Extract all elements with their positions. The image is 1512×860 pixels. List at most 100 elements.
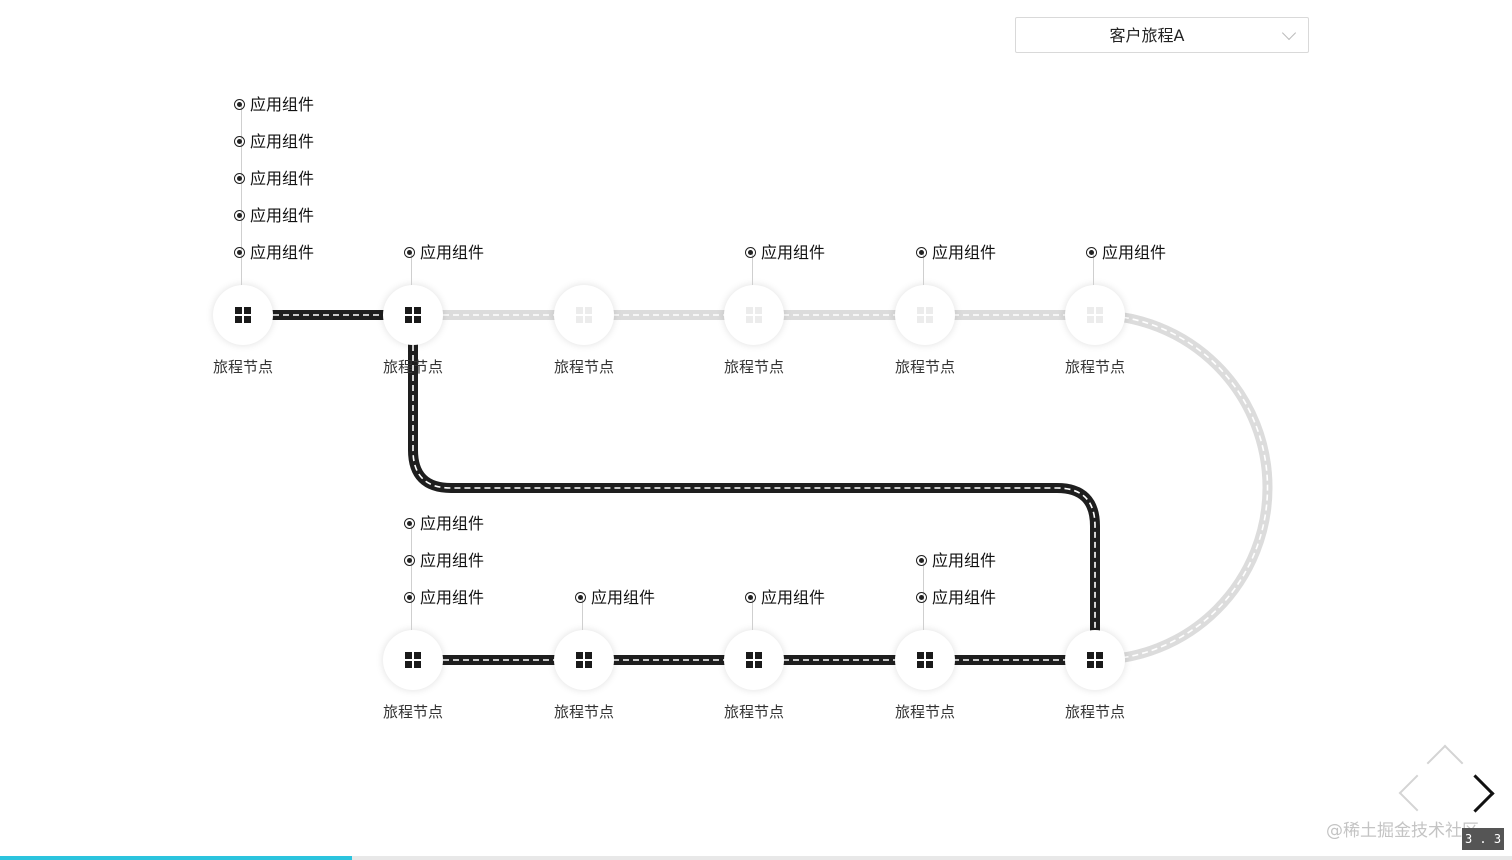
app-component-label: 应用组件	[932, 588, 997, 607]
app-component-label: 应用组件	[1102, 243, 1167, 262]
radio-dot-icon	[234, 209, 245, 221]
app-component[interactable]: 应用组件	[916, 551, 996, 571]
component-connector	[752, 598, 753, 630]
app-component[interactable]: 应用组件	[575, 588, 655, 608]
component-connector	[582, 598, 583, 630]
journey-node[interactable]	[383, 630, 443, 690]
grid-icon	[576, 652, 592, 668]
grid-icon	[917, 652, 933, 668]
grid-icon	[235, 307, 251, 323]
app-component[interactable]: 应用组件	[234, 169, 314, 189]
journey-node[interactable]	[213, 285, 273, 345]
journey-node[interactable]	[554, 630, 614, 690]
journey-node[interactable]	[383, 285, 443, 345]
grid-icon	[1087, 307, 1103, 323]
component-connector	[1093, 253, 1094, 285]
radio-dot-icon	[234, 98, 245, 110]
journey-node-label: 旅程节点	[723, 358, 784, 376]
app-component-label: 应用组件	[420, 243, 485, 262]
app-component[interactable]: 应用组件	[234, 206, 314, 226]
journey-node[interactable]	[895, 285, 955, 345]
app-component-label: 应用组件	[932, 551, 997, 570]
journey-node-label: 旅程节点	[382, 703, 443, 721]
app-component[interactable]: 应用组件	[916, 243, 996, 263]
app-component[interactable]: 应用组件	[234, 95, 314, 115]
journey-node[interactable]	[1065, 285, 1125, 345]
radio-dot-icon	[1086, 246, 1097, 258]
journey-node[interactable]	[1065, 630, 1125, 690]
radio-dot-icon	[916, 554, 927, 566]
journey-node[interactable]	[724, 630, 784, 690]
app-component[interactable]: 应用组件	[234, 243, 314, 263]
app-component[interactable]: 应用组件	[404, 243, 484, 263]
journey-node-label: 旅程节点	[382, 358, 443, 376]
app-component[interactable]: 应用组件	[916, 588, 996, 608]
app-component-label: 应用组件	[761, 588, 826, 607]
journey-node-label: 旅程节点	[723, 703, 784, 721]
component-connector	[411, 524, 412, 630]
app-component-label: 应用组件	[250, 169, 315, 188]
app-component-label: 应用组件	[761, 243, 826, 262]
journey-node[interactable]	[724, 285, 784, 345]
app-component[interactable]: 应用组件	[745, 243, 825, 263]
radio-dot-icon	[745, 591, 756, 603]
app-component-label: 应用组件	[250, 243, 315, 262]
radio-dot-icon	[916, 591, 927, 603]
app-component[interactable]: 应用组件	[404, 588, 484, 608]
journey-node-label: 旅程节点	[894, 358, 955, 376]
progress-fill	[0, 856, 353, 860]
road-dash	[412, 315, 1096, 660]
grid-icon	[746, 652, 762, 668]
journey-node-label: 旅程节点	[553, 358, 614, 376]
chevron-down-icon	[1281, 25, 1297, 41]
grid-icon	[746, 307, 762, 323]
app-component[interactable]: 应用组件	[745, 588, 825, 608]
radio-dot-icon	[404, 554, 415, 566]
radio-dot-icon	[234, 135, 245, 147]
journey-select[interactable]: 客户旅程A	[1015, 17, 1309, 53]
journey-node[interactable]	[554, 285, 614, 345]
grid-icon	[917, 307, 933, 323]
app-component-label: 应用组件	[932, 243, 997, 262]
app-component[interactable]: 应用组件	[1086, 243, 1166, 263]
radio-dot-icon	[745, 246, 756, 258]
app-component[interactable]: 应用组件	[404, 551, 484, 571]
app-component[interactable]: 应用组件	[404, 514, 484, 534]
radio-dot-icon	[404, 517, 415, 529]
app-component-label: 应用组件	[591, 588, 656, 607]
grid-icon	[405, 307, 421, 323]
slide-number: 3 . 3	[1462, 828, 1504, 850]
radio-dot-icon	[575, 591, 586, 603]
journey-node-label: 旅程节点	[553, 703, 614, 721]
app-component-label: 应用组件	[420, 551, 485, 570]
app-component-label: 应用组件	[250, 206, 315, 225]
component-connector	[923, 253, 924, 285]
app-component-label: 应用组件	[420, 588, 485, 607]
radio-dot-icon	[404, 246, 415, 258]
journey-node-label: 旅程节点	[894, 703, 955, 721]
radio-dot-icon	[234, 246, 245, 258]
grid-icon	[1087, 652, 1103, 668]
component-connector	[752, 253, 753, 285]
journey-node-label: 旅程节点	[1064, 703, 1125, 721]
grid-icon	[576, 307, 592, 323]
journey-select-value: 客户旅程A	[1109, 26, 1185, 45]
watermark: @稀土掘金技术社区	[1326, 821, 1479, 841]
progress-bar	[0, 856, 1512, 860]
radio-dot-icon	[916, 246, 927, 258]
app-component-label: 应用组件	[250, 132, 315, 151]
app-component[interactable]: 应用组件	[234, 132, 314, 152]
app-component-label: 应用组件	[250, 95, 315, 114]
component-connector	[411, 253, 412, 285]
component-connector	[241, 105, 242, 285]
journey-node-label: 旅程节点	[1064, 358, 1125, 376]
grid-icon	[405, 652, 421, 668]
radio-dot-icon	[234, 172, 245, 184]
journey-node-label: 旅程节点	[212, 358, 273, 376]
road-inactive	[413, 310, 1273, 665]
journey-node[interactable]	[895, 630, 955, 690]
radio-dot-icon	[404, 591, 415, 603]
app-component-label: 应用组件	[420, 514, 485, 533]
